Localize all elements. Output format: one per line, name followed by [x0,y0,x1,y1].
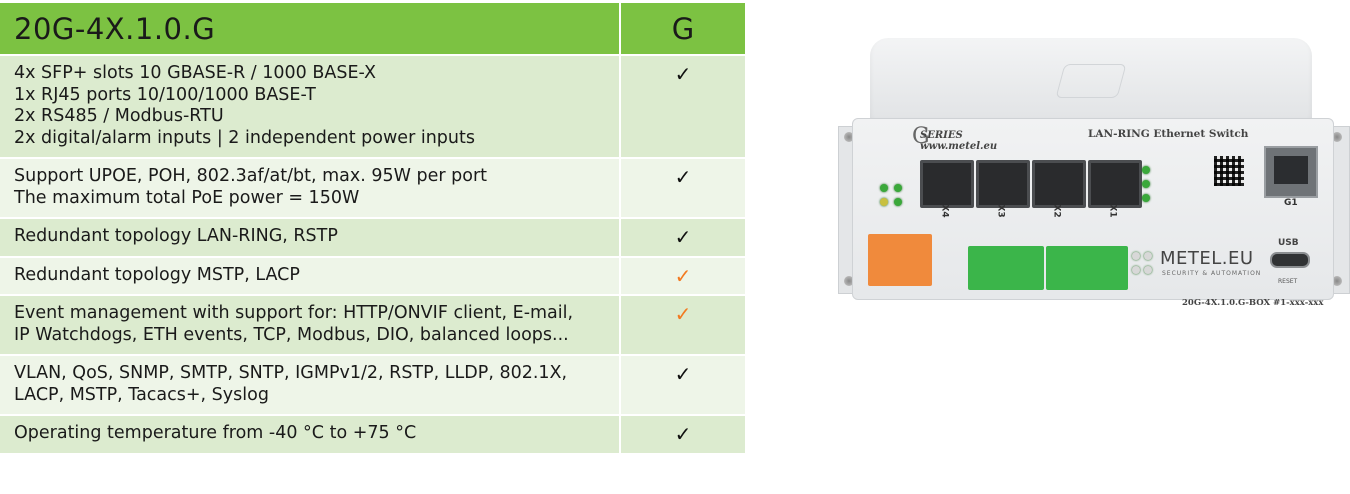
spec-row: Redundant topology MSTP, LACP ✓ [0,255,745,294]
feature-line: The maximum total PoE power = 150W [14,187,360,208]
feature-description: Redundant topology MSTP, LACP [0,255,621,294]
feature-line: Operating temperature from -40 °C to +75… [14,423,417,443]
spec-row: Event management with support for: HTTP/… [0,294,745,354]
feature-description: Operating temperature from -40 °C to +75… [0,414,621,453]
spec-row: Redundant topology LAN-RING, RSTP ✓ [0,217,745,256]
support-cell: ✓ [621,157,745,217]
io-terminal-block [968,246,1044,290]
feature-line: VLAN, QoS, SNMP, SMTP, SNTP, IGMPv1/2, R… [14,363,568,383]
check-icon: ✓ [674,225,692,249]
support-cell: ✓ [621,354,745,414]
screw-icon [1332,276,1342,286]
port-label-g1: G1 [1284,198,1298,208]
check-icon: ✓ [674,362,692,386]
support-cell: ✓ [621,54,745,157]
usb-label: USB [1278,238,1299,248]
device-illustration: G SERIES www.metel.eu LAN-RING Ethernet … [838,36,1350,312]
feature-description: Redundant topology LAN-RING, RSTP [0,217,621,256]
sfp-port-x4 [920,160,974,208]
rj45-port-g1 [1264,146,1318,198]
power-led [880,198,888,206]
check-icon: ✓ [674,302,692,326]
column-header-g: G [621,3,745,54]
screw-icon [844,276,854,286]
feature-line: Redundant topology MSTP, LACP [14,264,300,285]
feature-line: Redundant topology LAN-RING, RSTP [14,226,338,246]
feature-description: Event management with support for: HTTP/… [0,294,621,354]
brand-logo: METEL.EU [1160,248,1254,269]
model-name-header: 20G-4X.1.0.G [0,3,621,54]
series-url: www.metel.eu [920,141,998,152]
feature-line: IP Watchdogs, ETH events, TCP, Modbus, D… [14,324,569,345]
bus-led [1144,266,1152,274]
screw-icon [844,132,854,142]
sfp-port-x1 [1088,160,1142,208]
sfp-label: X4 [939,204,950,218]
feature-line: 4x SFP+ slots 10 GBASE-R / 1000 BASE-X [14,63,376,83]
status-led [894,184,902,192]
spec-row: VLAN, QoS, SNMP, SMTP, SNTP, IGMPv1/2, R… [0,354,745,414]
status-led [894,198,902,206]
power-terminal-block [868,234,932,286]
feature-line: 2x RS485 / Modbus-RTU [14,106,224,126]
sfp-label: X3 [995,204,1006,218]
status-led [880,184,888,192]
sfp-label: X1 [1107,204,1118,218]
spec-row: Operating temperature from -40 °C to +75… [0,414,745,453]
feature-description: Support UPOE, POH, 802.3af/at/bt, max. 9… [0,157,621,217]
port-led [1142,166,1150,174]
feature-line: 1x RJ45 ports 10/100/1000 BASE-T [14,84,316,105]
sfp-label: X2 [1051,204,1062,218]
bus-led [1144,252,1152,260]
support-cell: ✓ [621,255,745,294]
support-cell: ✓ [621,414,745,453]
check-icon: ✓ [674,62,692,86]
spec-table-header: 20G-4X.1.0.G G [0,3,745,54]
bus-led [1132,266,1140,274]
feature-line: 2x digital/alarm inputs | 2 independent … [14,127,475,148]
bus-terminal-block [1046,246,1128,290]
rj45-socket [1274,156,1308,184]
qr-code [1214,156,1244,186]
sfp-port-x3 [976,160,1030,208]
screw-icon [1332,132,1342,142]
feature-line: Event management with support for: HTTP/… [14,303,574,323]
feature-line: LACP, MSTP, Tacacs+, Syslog [14,384,269,405]
series-logo: SERIES www.metel.eu [920,130,997,152]
spec-table: 20G-4X.1.0.G G 4x SFP+ slots 10 GBASE-R … [0,3,745,453]
device-lid [870,38,1312,124]
feature-line: Support UPOE, POH, 802.3af/at/bt, max. 9… [14,166,488,186]
port-led [1142,180,1150,188]
spec-row: Support UPOE, POH, 802.3af/at/bt, max. 9… [0,157,745,217]
support-cell: ✓ [621,217,745,256]
device-title: LAN-RING Ethernet Switch [1088,128,1249,140]
port-led [1142,194,1150,202]
device-model-label: 20G-4X.1.0.G-BOX #1-xxx-xxx [1182,298,1324,308]
support-cell: ✓ [621,294,745,354]
series-logo-letter: G [912,124,930,149]
check-icon: ✓ [674,165,692,189]
lid-logo-emboss [1055,64,1127,98]
check-icon: ✓ [674,422,692,446]
reset-label: RESET [1278,278,1298,285]
feature-description: VLAN, QoS, SNMP, SMTP, SNTP, IGMPv1/2, R… [0,354,621,414]
check-icon: ✓ [674,263,692,288]
series-label: SERIES [920,130,963,141]
usb-c-port [1270,252,1310,268]
sfp-port-x2 [1032,160,1086,208]
bus-led [1132,252,1140,260]
brand-tagline: SECURITY & AUTOMATION [1162,270,1262,277]
